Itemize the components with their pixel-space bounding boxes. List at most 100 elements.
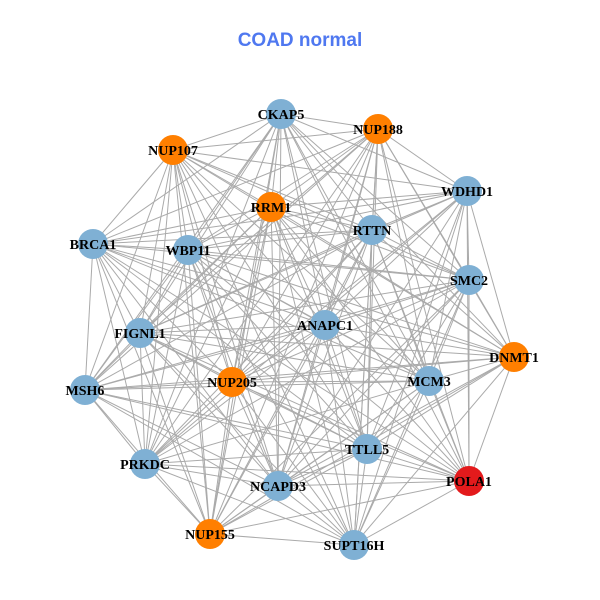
edge-SMC2-NUP205 (231, 279, 470, 383)
node-circle[interactable] (266, 99, 296, 129)
edge-CKAP5-BRCA1 (92, 113, 282, 245)
node-circle[interactable] (454, 466, 484, 496)
node-wdhd1[interactable]: WDHD1 (441, 176, 493, 206)
node-nup188[interactable]: NUP188 (353, 114, 403, 144)
edge-NUP188-POLA1 (377, 128, 470, 482)
node-dnmt1[interactable]: DNMT1 (489, 342, 539, 372)
edge-WBP11-SUPT16H (187, 249, 355, 546)
edge-BRCA1-NUP205 (92, 243, 233, 383)
edge-RRM1-SUPT16H (270, 206, 355, 546)
edge-RTTN-NUP205 (231, 229, 373, 383)
node-ckap5[interactable]: CKAP5 (258, 99, 305, 129)
node-circle[interactable] (263, 471, 293, 501)
node-nup107[interactable]: NUP107 (148, 135, 198, 165)
node-label: WDHD1 (441, 185, 493, 200)
node-wbp11[interactable]: WBP11 (165, 235, 211, 265)
edge-PRKDC-NUP155 (144, 463, 211, 535)
edge-RTTN-NCAPD3 (277, 229, 373, 487)
edge-RRM1-RTTN (270, 206, 373, 231)
edge-FIGNL1-NUP155 (139, 332, 211, 535)
edge-DNMT1-POLA1 (468, 356, 515, 482)
node-ttll5[interactable]: TTLL5 (345, 434, 389, 464)
node-fignl1[interactable]: FIGNL1 (114, 318, 166, 348)
edge-WBP11-DNMT1 (187, 249, 515, 358)
node-circle[interactable] (130, 449, 160, 479)
edge-DNMT1-SUPT16H (353, 356, 515, 546)
node-anapc1[interactable]: ANAPC1 (297, 310, 353, 340)
edge-ANAPC1-DNMT1 (324, 324, 515, 358)
node-nup205[interactable]: NUP205 (207, 367, 257, 397)
node-circle[interactable] (195, 519, 225, 549)
edge-NUP205-POLA1 (231, 381, 470, 482)
node-label: NUP155 (185, 528, 235, 543)
node-circle[interactable] (70, 375, 100, 405)
node-mcm3[interactable]: MCM3 (407, 366, 451, 396)
node-nup155[interactable]: NUP155 (185, 519, 235, 549)
node-label: RRM1 (251, 201, 291, 216)
edge-MCM3-SUPT16H (353, 380, 430, 546)
edge-WBP11-POLA1 (187, 249, 470, 482)
edge-NUP107-WDHD1 (172, 149, 468, 192)
edge-BRCA1-FIGNL1 (92, 243, 141, 334)
edge-RTTN-MSH6 (84, 229, 373, 391)
edge-NUP188-NUP107 (172, 128, 379, 151)
node-smc2[interactable]: SMC2 (450, 265, 488, 295)
node-circle[interactable] (256, 192, 286, 222)
node-circle[interactable] (454, 265, 484, 295)
node-circle[interactable] (125, 318, 155, 348)
edge-BRCA1-POLA1 (92, 243, 470, 482)
edge-NUP107-MSH6 (84, 149, 174, 391)
node-ncapd3[interactable]: NCAPD3 (250, 471, 306, 501)
edge-POLA1-NCAPD3 (277, 480, 470, 487)
edge-NUP188-RRM1 (270, 128, 379, 208)
node-supt16h[interactable]: SUPT16H (324, 530, 385, 560)
node-rrm1[interactable]: RRM1 (251, 192, 291, 222)
edge-CKAP5-ANAPC1 (280, 113, 326, 326)
node-circle[interactable] (414, 366, 444, 396)
node-circle[interactable] (173, 235, 203, 265)
edge-RTTN-ANAPC1 (324, 229, 373, 326)
edge-TTLL5-POLA1 (366, 448, 470, 482)
node-prkdc[interactable]: PRKDC (120, 449, 170, 479)
node-circle[interactable] (339, 530, 369, 560)
node-label: SUPT16H (324, 539, 385, 554)
node-circle[interactable] (310, 310, 340, 340)
node-circle[interactable] (363, 114, 393, 144)
edge-RRM1-POLA1 (270, 206, 470, 482)
node-circle[interactable] (452, 176, 482, 206)
edge-WBP11-PRKDC (144, 249, 189, 465)
node-label: NUP205 (207, 376, 257, 391)
edge-POLA1-NUP155 (209, 480, 470, 535)
edge-NUP205-SUPT16H (231, 381, 355, 546)
node-label: PRKDC (120, 458, 170, 473)
edge-CKAP5-RRM1 (270, 113, 282, 208)
edge-PRKDC-POLA1 (144, 463, 470, 482)
edge-RRM1-BRCA1 (92, 206, 272, 245)
node-circle[interactable] (352, 434, 382, 464)
edge-CKAP5-POLA1 (280, 113, 470, 482)
node-brca1[interactable]: BRCA1 (70, 229, 117, 259)
node-label: RTTN (353, 224, 391, 239)
edge-FIGNL1-SUPT16H (139, 332, 355, 546)
edge-NUP107-RTTN (172, 149, 373, 231)
edge-NUP107-MCM3 (172, 149, 430, 382)
node-circle[interactable] (217, 367, 247, 397)
edge-RTTN-PRKDC (144, 229, 373, 465)
node-circle[interactable] (158, 135, 188, 165)
edge-RTTN-TTLL5 (366, 229, 373, 450)
node-circle[interactable] (499, 342, 529, 372)
node-msh6[interactable]: MSH6 (66, 375, 105, 405)
node-label: POLA1 (446, 475, 492, 490)
node-circle[interactable] (357, 215, 387, 245)
edge-NUP107-FIGNL1 (139, 149, 174, 334)
node-pola1[interactable]: POLA1 (446, 466, 492, 496)
edge-NUP188-PRKDC (144, 128, 379, 465)
edge-NUP155-SUPT16H (209, 533, 355, 546)
edge-SMC2-FIGNL1 (139, 279, 470, 334)
node-rttn[interactable]: RTTN (353, 215, 391, 245)
edge-MSH6-NUP205 (84, 381, 233, 391)
edge-CKAP5-RTTN (280, 113, 373, 231)
node-label: MSH6 (66, 384, 105, 399)
edge-MSH6-TTLL5 (84, 389, 368, 450)
node-circle[interactable] (78, 229, 108, 259)
